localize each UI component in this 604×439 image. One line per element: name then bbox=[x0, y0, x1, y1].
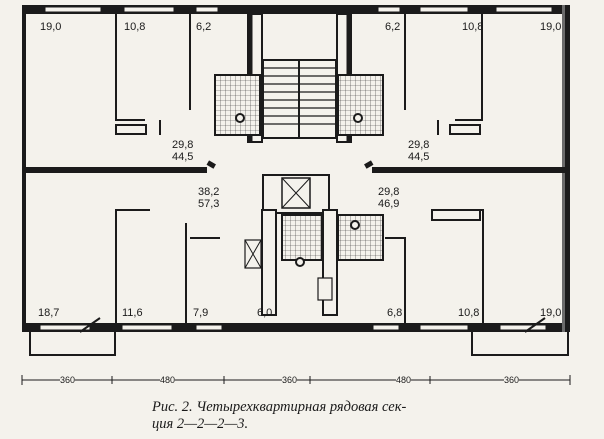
bathrooms bbox=[214, 74, 384, 301]
apt-top-left-living: 29,8 bbox=[172, 139, 194, 151]
room-area-bottom-2: 11,6 bbox=[122, 307, 143, 319]
room-area-bottom-6: 10,8 bbox=[458, 307, 480, 319]
apt-bottom-right-total: 46,9 bbox=[378, 198, 400, 210]
room-area-bottom-5: 6,8 bbox=[387, 307, 403, 319]
balconies bbox=[29, 317, 569, 356]
room-area-bottom-1: 18,7 bbox=[38, 307, 60, 319]
apt-bottom-right-living: 29,8 bbox=[378, 186, 400, 198]
figure-caption-line-1: Рис. 2. Четырехквартирная рядовая сек- bbox=[152, 399, 407, 415]
dimension-label-5: 360 bbox=[504, 375, 520, 385]
room-area-top-3: 6,2 bbox=[196, 21, 212, 33]
partitions bbox=[115, 14, 484, 323]
dimension-label-1: 360 bbox=[60, 375, 76, 385]
windows bbox=[39, 6, 553, 331]
apt-bottom-left-total: 57,3 bbox=[198, 198, 220, 210]
dimension-label-2: 480 bbox=[160, 375, 176, 385]
apt-top-right-living: 29,8 bbox=[408, 139, 430, 151]
room-area-bottom-7: 19,0 bbox=[540, 307, 562, 319]
dimension-label-3: 360 bbox=[282, 375, 298, 385]
room-area-top-1: 19,0 bbox=[40, 21, 62, 33]
figure-caption-line-2: ция 2—2—2—3. bbox=[152, 416, 249, 432]
room-area-top-6: 19,0 bbox=[540, 21, 562, 33]
apt-top-left-total: 44,5 bbox=[172, 151, 194, 163]
dimension-label-4: 480 bbox=[396, 375, 412, 385]
stair-core bbox=[247, 13, 352, 316]
room-area-top-4: 6,2 bbox=[385, 21, 401, 33]
corridor-wall bbox=[25, 160, 565, 173]
room-area-top-5: 10,8 bbox=[462, 21, 484, 33]
apt-top-right-total: 44,5 bbox=[408, 151, 430, 163]
room-area-bottom-3: 7,9 bbox=[193, 307, 209, 319]
apt-bottom-left-living: 38,2 bbox=[198, 186, 220, 198]
room-area-bottom-4: 6,0 bbox=[257, 307, 273, 319]
room-area-top-2: 10,8 bbox=[124, 21, 146, 33]
